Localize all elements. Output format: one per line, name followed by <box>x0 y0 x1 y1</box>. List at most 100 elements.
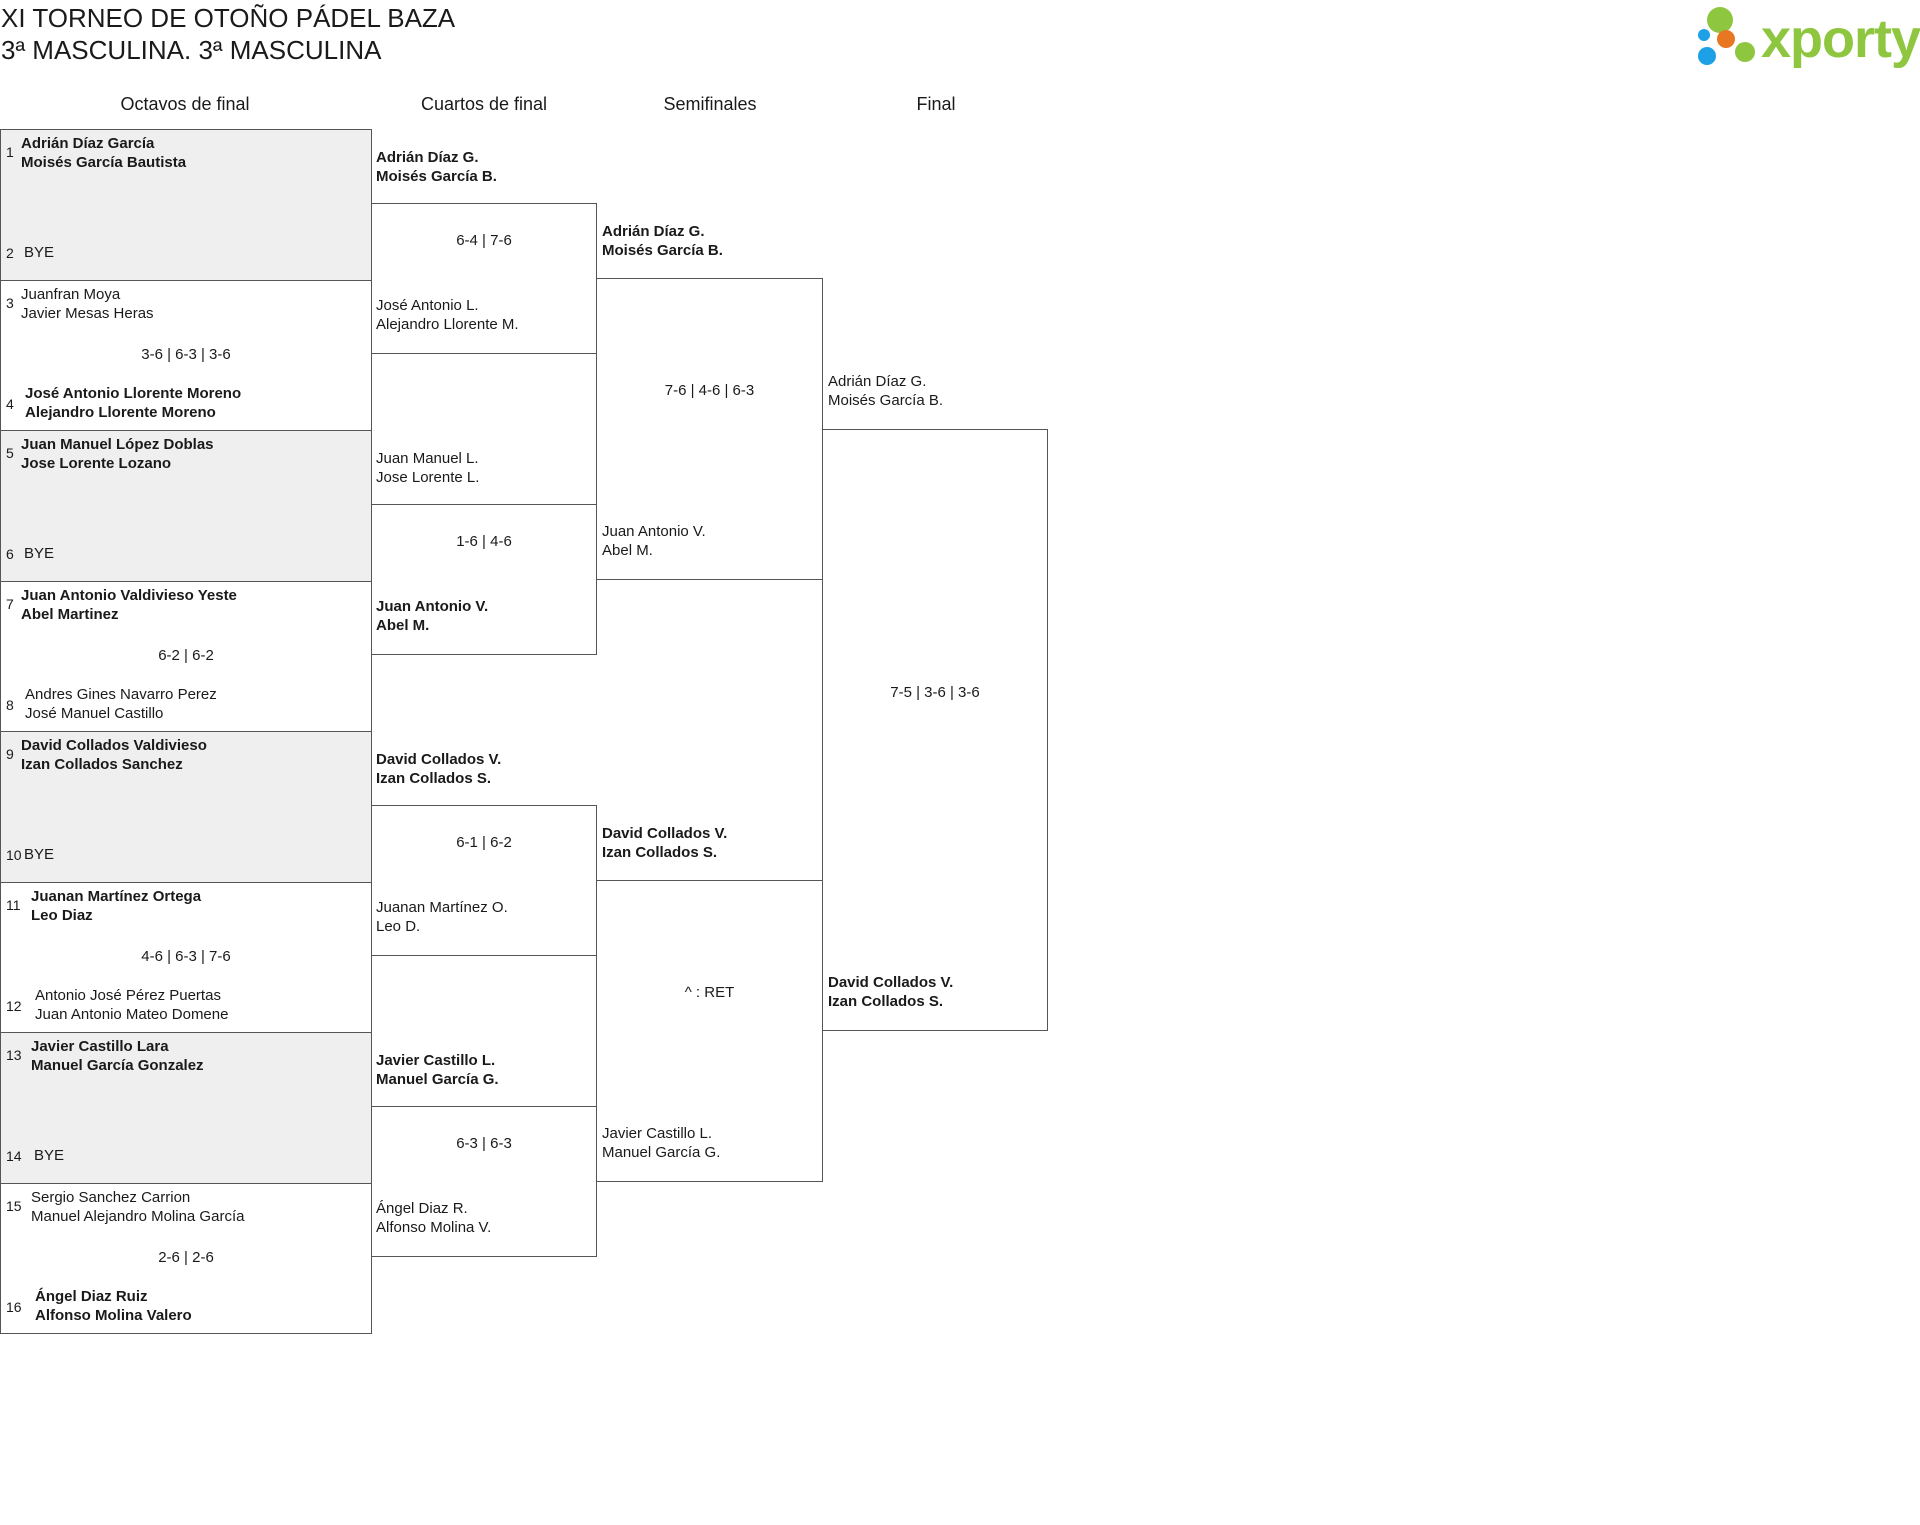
cuartos-pair: José Antonio L. Alejandro Llorente M. <box>376 296 519 334</box>
seed-number: 15 <box>6 1197 22 1214</box>
final-pair-player-1: Adrián Díaz G. <box>828 373 927 390</box>
seed-number: 6 <box>6 546 14 562</box>
final-pair: David Collados V.Izan Collados S. <box>828 973 953 1011</box>
logo-text: xporty <box>1761 9 1920 69</box>
seed-number: 2 <box>6 245 14 261</box>
octavos-pair-player-2: Alejandro Llorente Moreno <box>25 403 216 421</box>
semis-pair: David Collados V. Izan Collados S. <box>602 824 727 862</box>
octavos-pair-player-1: Juanfran Moya <box>21 285 121 303</box>
match-score: 3-6 | 6-3 | 3-6 <box>141 345 231 363</box>
seed-number: 1 <box>6 144 14 160</box>
cuartos-pair-player-2: Leo D. <box>376 918 421 935</box>
cuartos-pair-player-1: Javier Castillo L. <box>376 1052 496 1069</box>
semis-match-2 <box>596 880 823 1182</box>
final-pair-player-2: Moisés García B. <box>828 392 944 409</box>
final-pair: Adrián Díaz G. Moisés García B. <box>828 372 943 410</box>
match-score: 7-5 | 3-6 | 3-6 <box>890 684 980 701</box>
cuartos-pair-player-1: Juan Antonio V. <box>376 598 489 615</box>
octavos-pair-player-2: José Manuel Castillo <box>25 704 164 722</box>
octavos-pair-player-2: Alfonso Molina Valero <box>35 1306 192 1324</box>
octavos-match-7 <box>0 1032 372 1184</box>
cuartos-pair-player-2: Abel M. <box>376 617 430 634</box>
bye-label: BYE <box>24 244 55 261</box>
bye-label: BYE <box>24 846 55 863</box>
semis-pair-player-1: David Collados V. <box>602 825 728 842</box>
match-score: 7-6 | 4-6 | 6-3 <box>664 382 755 399</box>
cuartos-pair-player-1: Juan Manuel L. <box>376 450 479 467</box>
category-subtitle: 3ª MASCULINA. 3ª MASCULINA <box>1 35 382 65</box>
bye-label: BYE <box>24 545 55 562</box>
cuartos-pair-player-1: Adrián Díaz G. <box>376 149 479 166</box>
match-score: 2-6 | 2-6 <box>158 1248 214 1266</box>
cuartos-pair: Ángel Diaz R.Alfonso Molina V. <box>376 1199 491 1237</box>
octavos-pair-player-1: Juan Manuel López Doblas <box>21 436 214 453</box>
seed-number: 3 <box>6 294 14 311</box>
round-header-octavos: Octavos de final <box>120 94 250 114</box>
octavos-match-5 <box>0 731 372 883</box>
logo-dot-green <box>1707 7 1733 33</box>
octavos-pair-player-2: Abel Martinez <box>21 605 119 623</box>
cuartos-pair-player-2: Moisés García B. <box>376 168 497 185</box>
seed-number: 10 <box>6 847 22 863</box>
octavos-pair-player-2: Izan Collados Sanchez <box>21 756 183 773</box>
seed-number: 4 <box>6 395 14 412</box>
match-score: 6-1 | 6-2 <box>456 834 512 851</box>
octavos-pair-player-2: Leo Diaz <box>31 906 93 924</box>
seed-number: 7 <box>6 595 14 612</box>
cuartos-pair: Adrián Díaz G. Moisés García B. <box>376 148 497 186</box>
semis-pair-player-2: Manuel García G. <box>602 1144 721 1161</box>
octavos-pair-player-2: Javier Mesas Heras <box>21 304 154 322</box>
seed-number: 8 <box>6 696 14 713</box>
octavos-pair-player-1: Juan Antonio Valdivieso Yeste <box>21 586 237 604</box>
round-header-semifinales: Semifinales <box>663 94 757 114</box>
match-score: ^ : RET <box>684 984 735 1001</box>
semis-pair-player-2: Izan Collados S. <box>602 844 718 861</box>
octavos-pair-player-2: Jose Lorente Lozano <box>21 455 172 472</box>
seed-number: 9 <box>6 746 14 762</box>
octavos-pair-player-1: Andres Gines Navarro Perez <box>25 685 217 703</box>
octavos-pair-player-1: José Antonio Llorente Moreno <box>25 384 242 402</box>
logo-dot-green-small <box>1735 42 1755 62</box>
octavos-pair-player-1: Sergio Sanchez Carrion <box>31 1188 191 1206</box>
cuartos-pair-player-2: Jose Lorente L. <box>376 469 480 486</box>
cuartos-pair-player-2: Alejandro Llorente M. <box>376 316 519 333</box>
semis-pair: Adrián Díaz G.Moisés García B. <box>602 222 723 260</box>
match-score: 6-2 | 6-2 <box>158 646 214 664</box>
logo-dot-orange <box>1717 30 1735 48</box>
final-pair-player-2: Izan Collados S. <box>828 993 944 1010</box>
octavos-match-8 <box>0 1182 372 1334</box>
match-score: 6-3 | 6-3 <box>456 1135 512 1152</box>
seed-number: 13 <box>6 1047 22 1063</box>
seed-number: 5 <box>6 445 14 461</box>
semis-pair-player-1: Javier Castillo L. <box>602 1125 713 1142</box>
match-score: 1-6 | 4-6 <box>456 533 512 550</box>
octavos-pair-player-1: Antonio José Pérez Puertas <box>35 986 221 1004</box>
semis-pair-player-1: Juan Antonio V. <box>602 523 706 540</box>
octavos-match-1 <box>0 129 372 281</box>
bye-label: BYE <box>34 1147 65 1164</box>
cuartos-pair-player-2: Izan Collados S. <box>376 770 492 787</box>
seed-number: 14 <box>6 1148 22 1164</box>
cuartos-pair: Juan Manuel L. Jose Lorente L. <box>376 449 479 487</box>
octavos-pair-player-2: Manuel Alejandro Molina García <box>31 1207 245 1225</box>
semis-pair: Javier Castillo L. Manuel García G. <box>602 1124 720 1162</box>
cuartos-pair-player-1: José Antonio L. <box>376 297 479 314</box>
octavos-match-3 <box>0 430 372 582</box>
octavos-pair-player-1: Adrián Díaz García <box>21 135 155 152</box>
xporty-logo: xporty <box>1695 2 1920 72</box>
octavos-pair-player-1: Javier Castillo Lara <box>31 1038 169 1055</box>
semis-pair: Juan Antonio V.Abel M. <box>602 522 706 560</box>
octavos-pair-player-2: Manuel García Gonzalez <box>31 1057 204 1074</box>
semis-pair-player-2: Moisés García B. <box>602 242 723 259</box>
logo-dot-blue <box>1698 47 1716 65</box>
